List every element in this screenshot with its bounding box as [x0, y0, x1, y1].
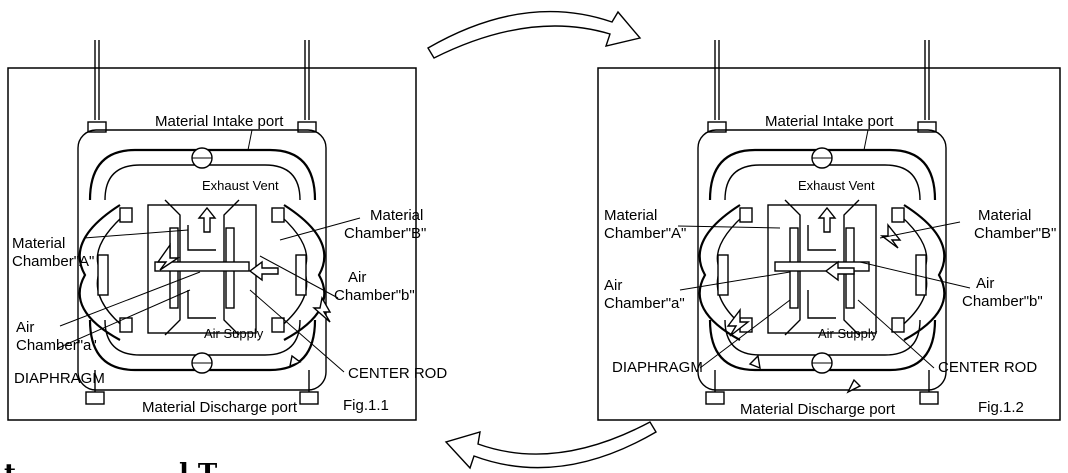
label-material-chamber-a-line1: Material — [12, 235, 65, 252]
label-material-chamber-b-line1: Material — [370, 207, 423, 224]
label-exhaust-vent: Exhaust Vent — [202, 178, 279, 193]
label-diaphragm: DIAPHRAGM — [14, 370, 105, 387]
label-material-chamber-b-line1-2: Material — [978, 207, 1031, 224]
figure-1-caption: Fig.1.1 — [343, 397, 389, 414]
label-material-chamber-a-line2: Chamber"A" — [12, 253, 94, 270]
label-material-chamber-b-line2: Chamber"B" — [344, 225, 426, 242]
cropped-heading: t l T — [4, 459, 218, 473]
label-air-chamber-a-line2: Chamber"a" — [16, 337, 97, 354]
figure-1-frame — [7, 67, 417, 421]
label-material-chamber-b-line2-2: Chamber"B" — [974, 225, 1056, 242]
label-exhaust-vent-2: Exhaust Vent — [798, 178, 875, 193]
label-air-chamber-a-line2-2: Chamber"a" — [604, 295, 685, 312]
label-intake-port-2: Material Intake port — [765, 113, 894, 130]
label-air-chamber-b-line1-2: Air — [976, 275, 994, 292]
label-air-supply: Air Supply — [204, 326, 264, 341]
figure-2-frame — [597, 67, 1061, 421]
label-diaphragm-2: DIAPHRAGM — [612, 359, 703, 376]
label-material-chamber-a-line2-2: Chamber"A" — [604, 225, 686, 242]
figure-2: Material Intake port Exhaust Vent Materi… — [597, 38, 1061, 421]
label-air-chamber-b-line2-2: Chamber"b" — [962, 293, 1043, 310]
label-air-chamber-a-line1-2: Air — [604, 277, 622, 294]
label-air-chamber-a-line1: Air — [16, 319, 34, 336]
label-air-chamber-b-line2: Chamber"b" — [334, 287, 415, 304]
label-intake-port: Material Intake port — [155, 113, 284, 130]
label-discharge-port: Material Discharge port — [142, 399, 298, 416]
cycle-arrow-bottom — [444, 421, 657, 470]
label-center-rod-2: CENTER ROD — [938, 359, 1037, 376]
label-center-rod: CENTER ROD — [348, 365, 447, 382]
figure-1: Material Intake port Exhaust Vent Materi… — [7, 38, 447, 421]
figure-2-caption: Fig.1.2 — [978, 399, 1024, 416]
label-discharge-port-2: Material Discharge port — [740, 401, 896, 418]
label-material-chamber-a-line1-2: Material — [604, 207, 657, 224]
cycle-arrow-top — [427, 10, 642, 59]
label-air-supply-2: Air Supply — [818, 326, 878, 341]
label-air-chamber-b-line1: Air — [348, 269, 366, 286]
